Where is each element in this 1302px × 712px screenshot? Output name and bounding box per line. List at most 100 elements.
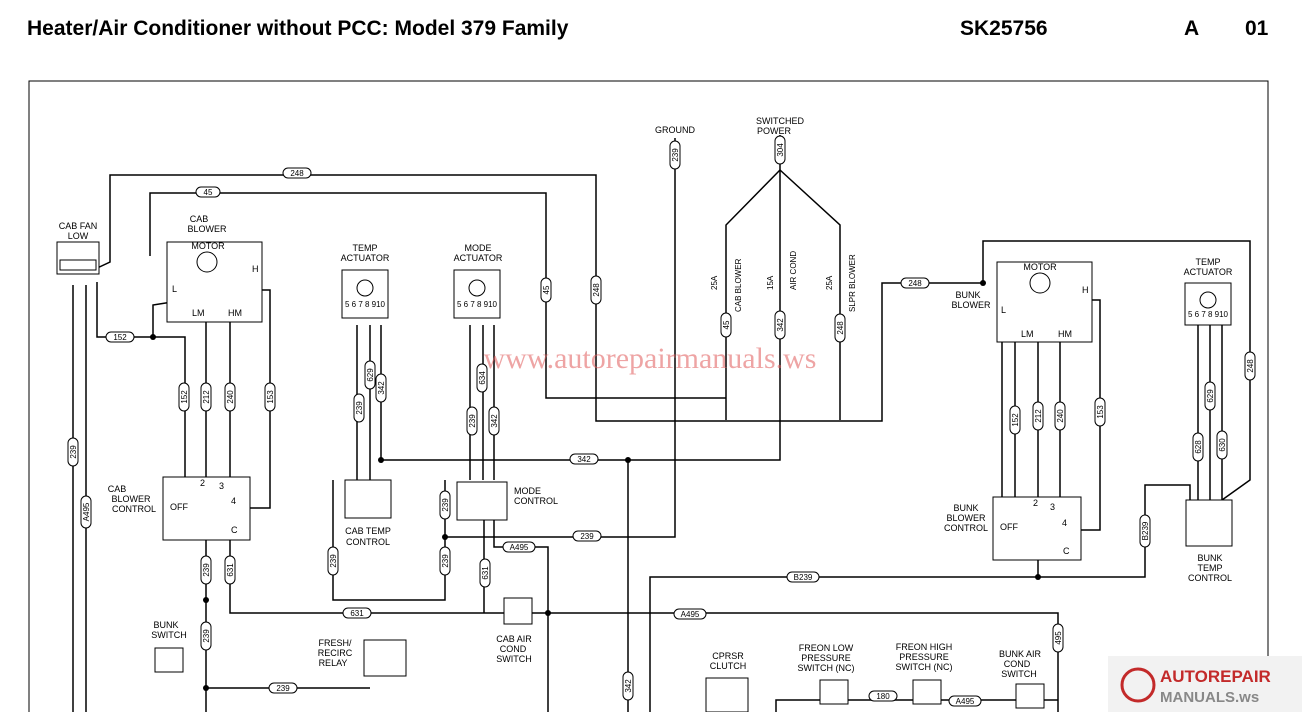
cab-air-cond-label-2: COND (500, 644, 527, 654)
cab-blower: CAB BLOWER MOTOR L LM HM H (166, 214, 263, 323)
wire-tag-212: 212 (202, 390, 211, 404)
freon-high-label-3: SWITCH (NC) (896, 662, 953, 672)
wire-tag-240: 240 (226, 390, 235, 404)
wire-tag-239-bunksw: 239 (202, 629, 211, 643)
fuse-slpr-blower-label: SLPR BLOWER (848, 254, 857, 312)
bunk-blower-term-h: H (1082, 285, 1089, 295)
cab-blower-term-lm: LM (192, 308, 205, 318)
watermark-logo-line2: MANUALS.ws (1160, 689, 1259, 706)
fuse-air-cond-label: AIR COND (789, 251, 798, 290)
wire-tag-45-top: 45 (204, 188, 213, 197)
junction-dots (150, 280, 1041, 691)
wire-tag-153-bunk: 153 (1096, 405, 1105, 419)
bunk-blower-control-label-2: BLOWER (946, 513, 986, 523)
wire-tag-342-mode: 342 (490, 414, 499, 428)
freon-high-pressure-switch: FREON HIGH PRESSURE SWITCH (NC) (896, 642, 953, 705)
cab-blower-control-2: 2 (200, 478, 205, 488)
wire-tag-A495-bottom: A495 (956, 697, 975, 706)
wire-tag-45-v: 45 (542, 285, 551, 294)
wire-tag-239-ctl: 239 (202, 563, 211, 577)
bunk-air-cond-label-2: COND (1004, 659, 1031, 669)
mode-actuator-label-2: ACTUATOR (454, 253, 503, 263)
cab-blower-term-hm: HM (228, 308, 242, 318)
temp-actuator-label-1: TEMP (352, 243, 377, 253)
freon-high-label-1: FREON HIGH (896, 642, 953, 652)
wire-tag-152-bunk: 152 (1011, 413, 1020, 427)
wire-tag-239-modectl: 239 (441, 498, 450, 512)
bunk-temp-control: BUNK TEMP CONTROL (1185, 499, 1233, 583)
fresh-recirc-label-3: RELAY (319, 658, 348, 668)
cab-blower-control-off: OFF (170, 502, 188, 512)
wire-tag-631-v: 631 (226, 563, 235, 577)
switched-power-label-2: POWER (757, 126, 792, 136)
wire-tag-248-v: 248 (592, 283, 601, 297)
bunk-blower-label-2: BLOWER (951, 300, 991, 310)
wire-tag-634: 634 (478, 371, 487, 385)
ground-label: GROUND (655, 125, 695, 135)
cab-fan-low-label-2: LOW (68, 231, 89, 241)
wire-tag-239-temp: 239 (355, 401, 364, 415)
wire-tag-342-h: 342 (577, 455, 591, 464)
bunk-air-cond-label-1: BUNK AIR (999, 649, 1042, 659)
fuse-cab-blower-label: CAB BLOWER (734, 258, 743, 312)
bunk-temp-actuator-label-1: TEMP (1195, 257, 1220, 267)
bunk-blower-motor-label: MOTOR (1023, 262, 1057, 272)
freon-low-pressure-switch: FREON LOW PRESSURE SWITCH (NC) (798, 643, 855, 705)
cprsr-clutch: CPRSR CLUTCH (705, 651, 749, 712)
cab-blower-control-c: C (231, 525, 238, 535)
wire-tag-180: 180 (876, 692, 890, 701)
bunk-temp-control-label-1: BUNK (1197, 553, 1222, 563)
wire-tags-vertical: 239 304 45 248 45 342 248 152 212 240 15… (67, 135, 1256, 701)
fuse-cab-blower-rating: 25A (710, 275, 719, 290)
bunk-temp-control-label-3: CONTROL (1188, 573, 1232, 583)
bunk-blower-control-label-3: CONTROL (944, 523, 988, 533)
wire-tag-342-temp: 342 (377, 381, 386, 395)
cab-blower-control: CAB BLOWER CONTROL OFF 2 3 4 C (108, 476, 251, 541)
cab-air-cond-switch: CAB AIR COND SWITCH (496, 597, 533, 664)
bunk-temp-actuator-pins: 5 6 7 8 910 (1188, 310, 1229, 319)
bunk-temp-control-label-2: TEMP (1197, 563, 1222, 573)
bunk-blower-term-l: L (1001, 305, 1006, 315)
wire-tag-239-ground: 239 (671, 148, 680, 162)
cab-temp-control-label-2: CONTROL (346, 537, 390, 547)
wire-tag-152-v: 152 (180, 390, 189, 404)
cab-blower-motor-label: MOTOR (191, 241, 225, 251)
temp-actuator-pins: 5 6 7 8 910 (345, 300, 386, 309)
wire-tag-A495-mid: A495 (681, 610, 700, 619)
wire-tag-A495-h: A495 (510, 543, 529, 552)
bunk-blower-control-4: 4 (1062, 518, 1067, 528)
mode-control-label-2: CONTROL (514, 496, 558, 506)
cab-fan-low-connector: CAB FAN LOW (56, 221, 100, 275)
diagram-border (28, 80, 1269, 712)
sheet-number: 01 (1245, 17, 1269, 40)
freon-low-label-3: SWITCH (NC) (798, 663, 855, 673)
bunk-blower-control-label-1: BUNK (953, 503, 978, 513)
fuse-air-cond-rating: 15A (766, 275, 775, 290)
bunk-blower-control-2: 2 (1033, 498, 1038, 508)
bunk-switch: BUNK SWITCH (151, 620, 187, 673)
wire-tag-152: 152 (113, 333, 127, 342)
cab-blower-term-l: L (172, 284, 177, 294)
bunk-switch-label-2: SWITCH (151, 630, 187, 640)
wire-tag-B239-v: B239 (1141, 521, 1150, 540)
wire-tag-240-bunk: 240 (1056, 409, 1065, 423)
wire-tag-45-fuse: 45 (722, 320, 731, 329)
fresh-recirc-label-1: FRESH/ (318, 638, 352, 648)
wire-tag-629-bunk: 629 (1206, 389, 1215, 403)
wire-tag-342-fuse: 342 (776, 318, 785, 332)
wire-tag-248-bunk: 248 (908, 279, 922, 288)
cprsr-clutch-label-2: CLUTCH (710, 661, 747, 671)
fuse-slpr-blower-rating: 25A (825, 275, 834, 290)
bunk-blower-control-off: OFF (1000, 522, 1018, 532)
freon-low-label-2: PRESSURE (801, 653, 851, 663)
wire-tag-248-fuse: 248 (836, 321, 845, 335)
wire-tag-248-top: 248 (290, 169, 304, 178)
cab-blower-control-3: 3 (219, 481, 224, 491)
wire-tag-631-mode: 631 (481, 566, 490, 580)
wire-tag-239-left: 239 (69, 445, 78, 459)
wire-tag-239-bottom: 239 (276, 684, 290, 693)
bunk-blower-control-3: 3 (1050, 502, 1055, 512)
cab-fan-low-label-1: CAB FAN (59, 221, 98, 231)
wire-tag-239-h: 239 (580, 532, 594, 541)
